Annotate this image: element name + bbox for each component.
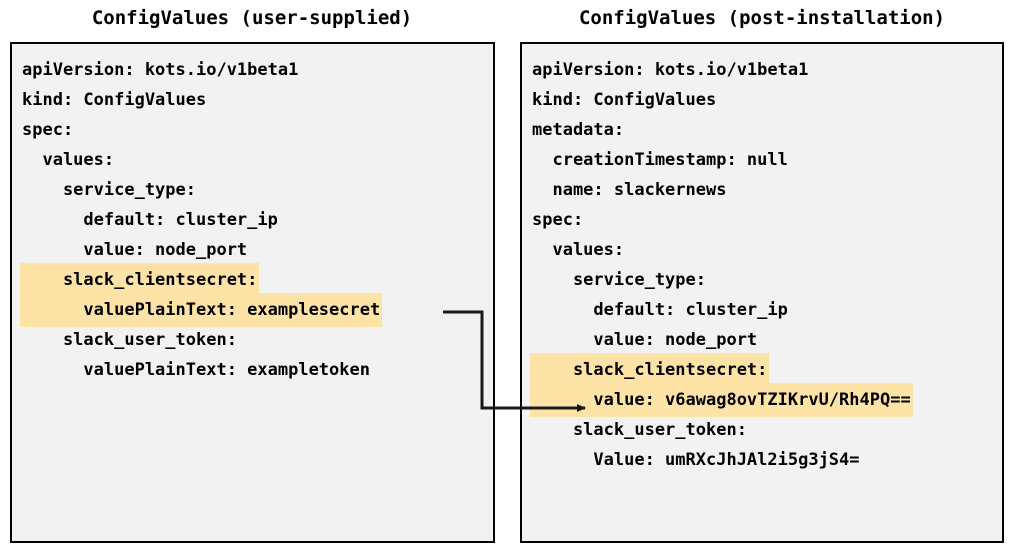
code-line: spec: (22, 115, 493, 145)
code-line: slack_user_token: (532, 415, 1002, 445)
code-box-user-supplied: apiVersion: kots.io/v1beta1 kind: ConfigV… (10, 42, 495, 543)
code-line-text: valuePlainText: exampletoken (22, 360, 370, 380)
code-line: creationTimestamp: null (532, 145, 1002, 175)
code-line-text: creationTimestamp: null (532, 150, 788, 170)
code-line: apiVersion: kots.io/v1beta1 (22, 55, 493, 85)
code-line-text: default: cluster_ip (22, 210, 278, 230)
code-line-text: Value: umRXcJhJAl2i5g3jS4= (532, 450, 860, 470)
code-line: values: (532, 235, 1002, 265)
code-line-text: apiVersion: kots.io/v1beta1 (22, 60, 299, 80)
code-line: valuePlainText: exampletoken (22, 355, 493, 385)
code-line-text: apiVersion: kots.io/v1beta1 (532, 60, 809, 80)
code-line-text: metadata: (532, 120, 625, 140)
code-line: kind: ConfigValues (22, 85, 493, 115)
code-line: default: cluster_ip (22, 205, 493, 235)
code-box-post-installation: apiVersion: kots.io/v1beta1 kind: ConfigV… (520, 42, 1004, 543)
code-line: name: slackernews (532, 175, 1002, 205)
code-line: valuePlainText: examplesecret (22, 295, 493, 325)
code-line-text: spec: (532, 210, 584, 230)
code-line-text: service_type: (22, 180, 196, 200)
code-line-text: default: cluster_ip (532, 300, 788, 320)
code-line: value: v6awag8ovTZIKrvU/Rh4PQ== (532, 385, 1002, 415)
code-line: slack_user_token: (22, 325, 493, 355)
code-line: Value: umRXcJhJAl2i5g3jS4= (532, 445, 1002, 475)
code-line-text: slack_user_token: (22, 330, 237, 350)
code-line-text: kind: ConfigValues (532, 90, 717, 110)
code-lines-user-supplied: apiVersion: kots.io/v1beta1 kind: ConfigV… (22, 55, 493, 385)
code-line-text: kind: ConfigValues (22, 90, 207, 110)
code-line: kind: ConfigValues (532, 85, 1002, 115)
code-line-text: value: v6awag8ovTZIKrvU/Rh4PQ== (532, 385, 911, 415)
code-line: service_type: (532, 265, 1002, 295)
panel-title-user-supplied: ConfigValues (user-supplied) (91, 7, 413, 29)
code-line: value: node_port (532, 325, 1002, 355)
code-line: value: node_port (22, 235, 493, 265)
code-line-text: service_type: (532, 270, 706, 290)
code-line: service_type: (22, 175, 493, 205)
panel-title-post-installation: ConfigValues (post-installation) (578, 7, 946, 29)
code-line: metadata: (532, 115, 1002, 145)
code-lines-post-installation: apiVersion: kots.io/v1beta1 kind: ConfigV… (532, 55, 1002, 475)
code-line: slack_clientsecret: (532, 355, 1002, 385)
code-line-text: slack_clientsecret: (22, 265, 258, 295)
code-line-text: value: node_port (22, 240, 248, 260)
code-line-text: values: (532, 240, 625, 260)
code-line: spec: (532, 205, 1002, 235)
code-line-text: name: slackernews (532, 180, 727, 200)
code-line: apiVersion: kots.io/v1beta1 (532, 55, 1002, 85)
code-line-text: slack_clientsecret: (532, 355, 768, 385)
code-line: default: cluster_ip (532, 295, 1002, 325)
code-line-text: valuePlainText: examplesecret (22, 295, 381, 325)
code-line-text: values: (22, 150, 115, 170)
code-line-text: slack_user_token: (532, 420, 747, 440)
code-line: values: (22, 145, 493, 175)
code-line-text: spec: (22, 120, 74, 140)
code-line: slack_clientsecret: (22, 265, 493, 295)
code-line-text: value: node_port (532, 330, 758, 350)
